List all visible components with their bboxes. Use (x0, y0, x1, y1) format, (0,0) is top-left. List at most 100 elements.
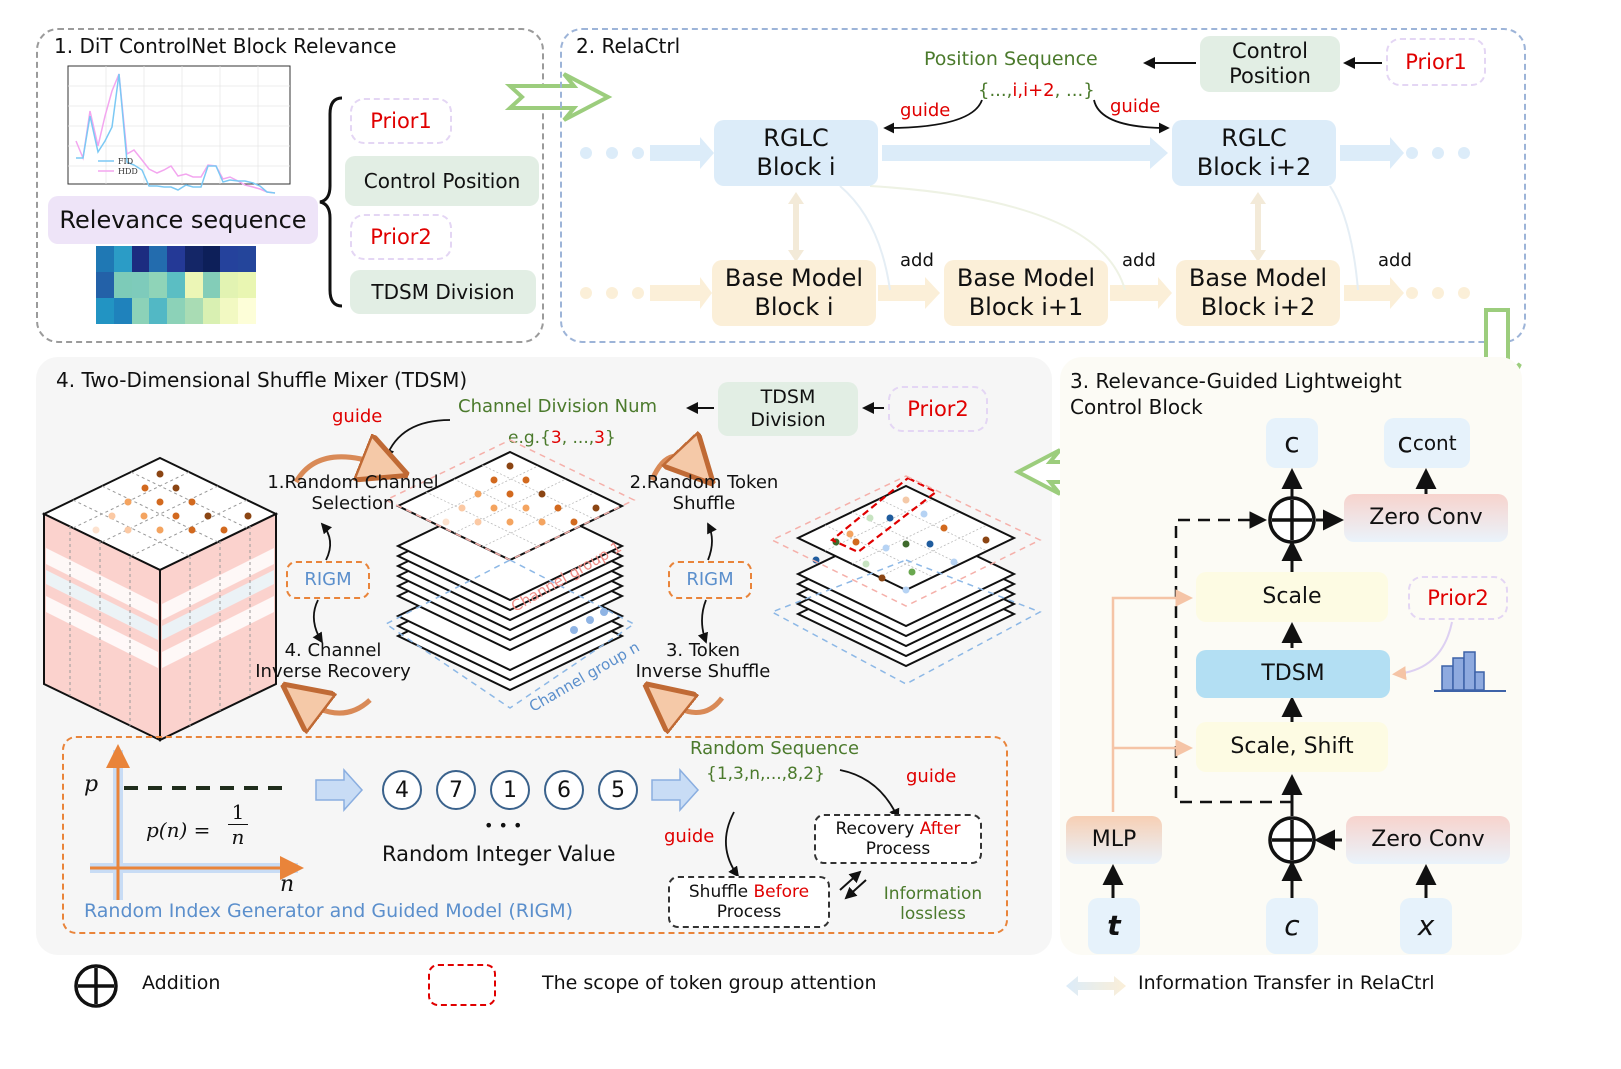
legend-info-transfer-icon (1066, 976, 1126, 996)
prior2-tag-3: Prior2 (1408, 576, 1508, 620)
relevance-sequence-label: Relevance sequence (48, 196, 318, 244)
addition-circle-bottom (1268, 816, 1316, 864)
guide-label-tdsm: guide (332, 406, 383, 427)
base-i1-line1: Base Model (956, 264, 1096, 293)
eg-first: 3 (550, 428, 562, 448)
ellipsis: • • • (484, 816, 523, 835)
step3-label: 3. Token Inverse Shuffle (618, 640, 788, 682)
tdsm-division-line1: TDSM (760, 386, 816, 409)
relevance-line-chart: FID HDD (67, 65, 291, 194)
random-integer-value-label: Random Integer Value (382, 842, 616, 866)
eg-suffix: } (604, 428, 616, 448)
step4-line2: Inverse Recovery (255, 661, 411, 682)
output-c: c (1266, 418, 1318, 468)
formula-denominator: n (231, 825, 245, 849)
process-word-1: Process (865, 839, 931, 859)
zero-conv-bottom: Zero Conv (1346, 816, 1510, 864)
rigm-box (62, 736, 1008, 934)
rigm-tag-left: RIGM (286, 561, 370, 599)
legend-addition-icon (74, 964, 118, 1008)
rigm-formula-lhs: p(n) = (146, 818, 211, 842)
rglc-block-i: RGLC Block i (714, 120, 878, 186)
step1-line2: Selection (311, 493, 395, 514)
legend-token-group-icon (428, 964, 496, 1006)
add-label-1: add (900, 250, 934, 271)
rglc-block-i2: RGLC Block i+2 (1172, 120, 1336, 186)
prior1-tag: Prior1 (350, 98, 452, 144)
random-integer-2: 7 (436, 770, 476, 810)
mlp-box: MLP (1066, 816, 1162, 864)
rglc-i2-line2: Block i+2 (1196, 153, 1312, 181)
base-model-block-i2: Base Model Block i+2 (1176, 260, 1340, 326)
position-sequence-values: {...,i,i+2, ...} (978, 80, 1095, 101)
info-line2: lossless (900, 904, 966, 924)
step4-label: 4. Channel Inverse Recovery (238, 640, 428, 682)
eg-last: 3 (594, 428, 605, 448)
base-i1-line2: Block i+1 (968, 293, 1084, 321)
process-word-2: Process (716, 902, 782, 922)
panel-relactrl (560, 28, 1526, 343)
random-integer-5: 5 (598, 770, 638, 810)
recovery-word: Recovery (835, 819, 915, 839)
rigm-footer-label: Random Index Generator and Guided Model … (84, 900, 574, 922)
guide-label-top: guide (906, 766, 957, 787)
control-position-line1: Control (1232, 38, 1308, 63)
rglc-i2-line1: RGLC (1221, 124, 1287, 153)
step2-label: 2.Random Token Shuffle (614, 472, 794, 514)
tdsm-division-line2: Division (750, 409, 826, 431)
before-word: Before (753, 882, 810, 902)
panel3-title: 3. Relevance-Guided Lightweight Control … (1070, 368, 1402, 420)
base-model-block-i: Base Model Block i (712, 260, 876, 326)
legend-token-group-label: The scope of token group attention (542, 972, 877, 994)
transition-arrow-right-icon (504, 72, 613, 122)
scale-shift-box: Scale, Shift (1196, 722, 1388, 772)
input-c: c (1266, 898, 1318, 954)
rigm-formula-fraction: 1 n (228, 800, 248, 849)
control-position-line2: Position (1229, 64, 1311, 88)
panel1-title: 1. DiT ControlNet Block Relevance (54, 34, 397, 58)
addition-circle-top (1268, 496, 1316, 544)
step1-line1: 1.Random Channel (267, 472, 439, 493)
step1-label: 1.Random Channel Selection (258, 472, 448, 514)
channel-stack-right (795, 484, 1017, 668)
seq-highlight: i,i+2 (1012, 80, 1055, 101)
hdd-series-line (75, 73, 276, 194)
base-model-block-i1: Base Model Block i+1 (944, 260, 1108, 326)
base-i-line2: Block i (754, 293, 834, 321)
zero-conv-top: Zero Conv (1344, 494, 1508, 542)
random-integer-3: 1 (490, 770, 530, 810)
channel-division-example: e.g.{3, ...,3} (508, 428, 616, 448)
input-t: t (1088, 898, 1140, 954)
info-line1: Information (883, 884, 983, 904)
after-word: After (919, 819, 961, 839)
base-i-line1: Base Model (724, 264, 864, 293)
panel-block-relevance (36, 28, 544, 343)
formula-numerator: 1 (228, 800, 248, 825)
random-sequence-label: Random Sequence (690, 738, 860, 759)
curly-brace-icon (319, 96, 343, 308)
rigm-n-label: n (280, 872, 295, 897)
rigm-p-label: p (84, 772, 99, 797)
fid-series-line (76, 73, 276, 194)
guide-label-left: guide (900, 100, 951, 121)
shuffle-line: Shuffle Before (689, 882, 809, 902)
rigm-tag-right: RIGM (668, 561, 752, 599)
input-x: x (1400, 898, 1452, 954)
c-cont-main: c (1397, 426, 1413, 460)
guide-label-right: guide (1110, 96, 1161, 117)
panel2-title: 2. RelaCtrl (576, 34, 681, 58)
eg-prefix: e.g.{ (508, 428, 551, 448)
recovery-line: Recovery After (835, 819, 960, 839)
add-label-2: add (1122, 250, 1156, 271)
seq-suffix: , ...} (1054, 80, 1095, 101)
guide-label-bottom: guide (664, 826, 715, 847)
scale-box: Scale (1196, 572, 1388, 622)
step2-line1: 2.Random Token (629, 472, 779, 493)
legend-hdd: HDD (118, 167, 138, 176)
legend-addition-label: Addition (142, 972, 221, 994)
